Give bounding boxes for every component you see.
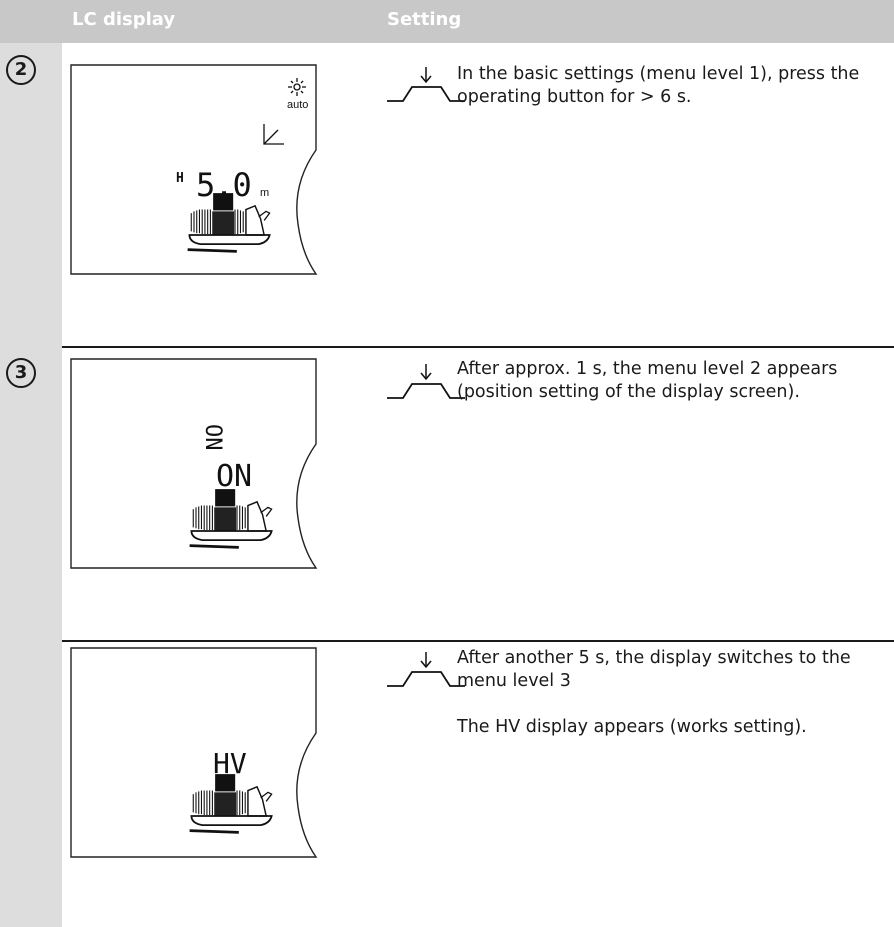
sun-icon (288, 78, 306, 96)
lcd-display-panel: auto H 5,0 m (70, 64, 318, 275)
step-number: 3 (6, 358, 36, 388)
column-header-lc-display: LC display (72, 9, 176, 30)
lcd-unit: m (260, 187, 269, 199)
table-header: LC display Setting (0, 0, 894, 43)
row-divider (62, 640, 894, 642)
column-header-setting: Setting (387, 9, 462, 30)
lcd-display-panel: ON ON (70, 358, 318, 569)
step-description: After approx. 1 s, the menu level 2 appe… (457, 359, 838, 402)
step-description: In the basic settings (menu level 1), pr… (457, 64, 860, 107)
lcd-letter: H (176, 171, 184, 186)
step-column (0, 43, 62, 927)
step-number: 2 (6, 55, 36, 85)
step-description: After another 5 s, the display switches … (457, 648, 851, 737)
operating-button-press-icon (387, 652, 465, 687)
lcd-vertical-value: ON (200, 424, 225, 451)
row-divider (62, 346, 894, 348)
angle-icon (263, 124, 284, 145)
operating-button-press-icon (387, 67, 465, 102)
lcd-display-panel: HV (70, 647, 318, 858)
lcd-value: ON (216, 459, 252, 494)
operating-button-press-icon (387, 364, 465, 399)
lcd-mode-label: auto (287, 99, 308, 111)
